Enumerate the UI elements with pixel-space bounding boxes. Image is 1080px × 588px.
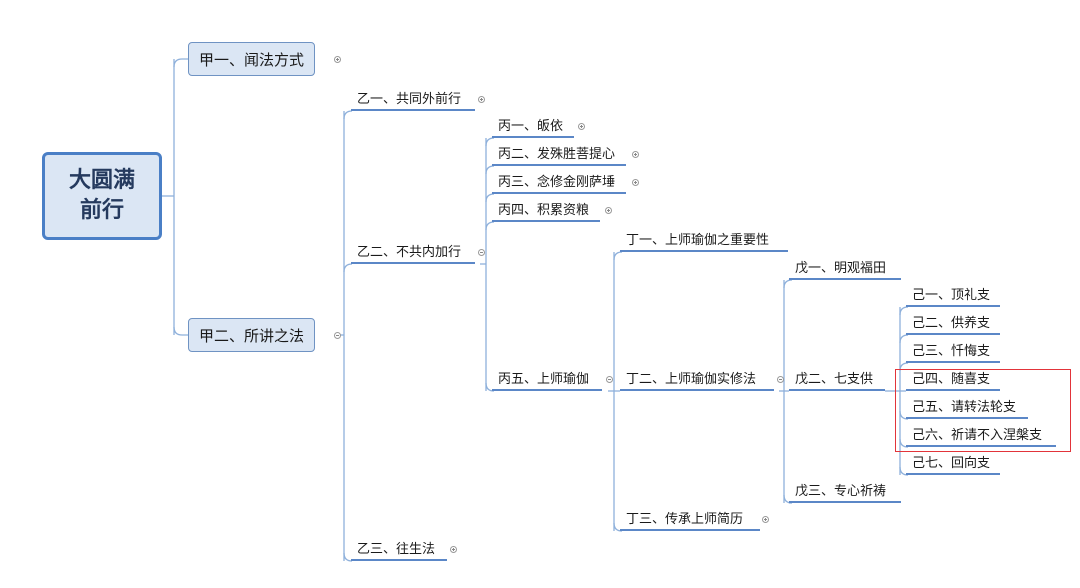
topic-ji7[interactable]: 己七、回向支 [906, 453, 1000, 475]
connector-segment [899, 438, 909, 448]
connector-segment [613, 251, 623, 261]
connector-segment [899, 334, 909, 344]
connector-ding2 [779, 279, 793, 504]
expand-icon[interactable] [478, 96, 485, 103]
topic-ji1[interactable]: 己一、顶礼支 [906, 285, 1000, 307]
topic-bing1[interactable]: 丙一、皈依 [492, 116, 574, 138]
collapse-icon[interactable] [606, 376, 613, 383]
connector-segment [485, 193, 495, 203]
topic-ji6[interactable]: 己六、祈请不入涅槃支 [906, 425, 1056, 447]
topic-wu1[interactable]: 戊一、明观福田 [789, 258, 901, 280]
connector-segment [343, 552, 353, 562]
connector-root [162, 58, 188, 336]
topic-bing4[interactable]: 丙四、积累资粮 [492, 200, 600, 222]
topic-ji3[interactable]: 己三、忏悔支 [906, 341, 1000, 363]
topic-bing5[interactable]: 丙五、上师瑜伽 [492, 369, 602, 391]
collapse-icon[interactable] [334, 332, 341, 339]
topic-ji4[interactable]: 己四、随喜支 [906, 369, 1000, 391]
expand-icon[interactable] [334, 56, 341, 63]
topic-jia1[interactable]: 甲一、闻法方式 [188, 42, 316, 76]
connector-segment [485, 137, 495, 147]
topic-ding2[interactable]: 丁二、上师瑜伽实修法 [620, 369, 774, 391]
root-topic-line1: 大圆满 [68, 168, 135, 193]
topic-yi1[interactable]: 乙一、共同外前行 [351, 89, 475, 111]
topic-bing3[interactable]: 丙三、念修金刚萨埵 [492, 172, 626, 194]
connector-segment [899, 410, 909, 420]
topic-ji5[interactable]: 己五、请转法轮支 [906, 397, 1028, 419]
collapse-icon[interactable] [777, 376, 784, 383]
connector-segment [343, 263, 353, 273]
topic-yi2[interactable]: 乙二、不共内加行 [351, 242, 475, 264]
connector-segment [783, 494, 793, 504]
connector-segment [899, 466, 909, 476]
expand-icon[interactable] [578, 123, 585, 130]
connector-segment [173, 58, 188, 68]
topic-wu3[interactable]: 戊三、专心祈祷 [789, 481, 901, 503]
connector-segment [613, 522, 623, 532]
expand-icon[interactable] [632, 179, 639, 186]
topic-bing2[interactable]: 丙二、发殊胜菩提心 [492, 144, 626, 166]
topic-yi3[interactable]: 乙三、往生法 [351, 539, 447, 561]
connector-segment [783, 279, 793, 289]
collapse-icon[interactable] [478, 249, 485, 256]
connector-segment [485, 221, 495, 231]
expand-icon[interactable] [762, 516, 769, 523]
highlight-box [895, 369, 1071, 452]
root-topic[interactable]: 大圆满 前行 [42, 152, 162, 240]
connector-yi2 [480, 137, 495, 392]
expand-icon[interactable] [605, 207, 612, 214]
connector-segment [173, 326, 188, 336]
connector-segment [485, 382, 495, 392]
topic-ji2[interactable]: 己二、供养支 [906, 313, 1000, 335]
topic-wu2[interactable]: 戊二、七支供 [789, 369, 885, 391]
connector-segment [485, 165, 495, 175]
connector-bing5 [608, 251, 623, 532]
connector-segment [899, 306, 909, 316]
topic-ding3[interactable]: 丁三、传承上师简历 [620, 509, 760, 531]
expand-icon[interactable] [450, 546, 457, 553]
root-topic-line2: 前行 [79, 198, 124, 223]
connector-segment [343, 110, 353, 120]
topic-ding1[interactable]: 丁一、上师瑜伽之重要性 [620, 230, 788, 252]
topic-jia2[interactable]: 甲二、所讲之法 [188, 318, 316, 352]
expand-icon[interactable] [632, 151, 639, 158]
